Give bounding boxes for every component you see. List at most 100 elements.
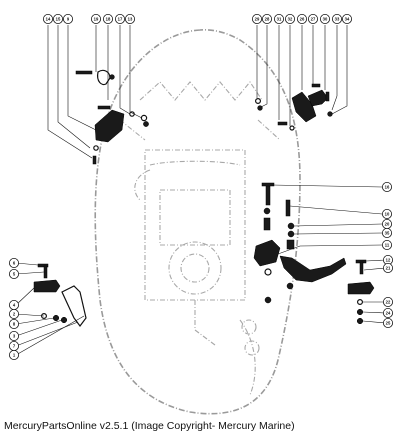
stud-21 <box>359 261 364 275</box>
washer-9 <box>93 145 99 151</box>
svg-text:22: 22 <box>386 300 391 305</box>
callout-20: 20 <box>381 218 392 229</box>
svg-text:28: 28 <box>265 17 270 22</box>
callout-4: 4 <box>8 299 19 310</box>
callout-35: 35 <box>381 227 392 238</box>
screw-30 <box>325 91 330 102</box>
stud-5 <box>43 265 48 279</box>
svg-text:9: 9 <box>67 17 70 22</box>
bolt-16 <box>265 184 271 206</box>
center-linkage-group <box>253 182 347 304</box>
svg-text:29: 29 <box>255 17 260 22</box>
left-upper-bracket <box>94 109 125 143</box>
svg-text:19: 19 <box>94 17 99 22</box>
nut-13 <box>143 121 149 127</box>
svg-text:13: 13 <box>128 17 133 22</box>
svg-text:24: 24 <box>386 311 391 316</box>
nut-28 <box>257 105 263 111</box>
screw-26 <box>311 83 321 88</box>
svg-text:31: 31 <box>277 17 282 22</box>
callout-32: 32 <box>284 13 295 24</box>
nut-19 <box>109 74 115 80</box>
washer-13 <box>140 114 148 122</box>
svg-text:20: 20 <box>385 222 390 227</box>
nut-d <box>286 282 294 290</box>
bolt-10 <box>285 199 291 217</box>
callout-11: 11 <box>381 239 392 250</box>
svg-text:25: 25 <box>386 321 391 326</box>
callout-3: 3 <box>8 330 19 341</box>
callout-10: 10 <box>381 208 392 219</box>
callout-6: 6 <box>8 257 19 268</box>
svg-text:15: 15 <box>56 17 61 22</box>
callout-26: 26 <box>296 13 307 24</box>
svg-text:16: 16 <box>385 185 390 190</box>
svg-text:1: 1 <box>13 353 16 358</box>
nut-2 <box>60 316 68 324</box>
link-bar-7 <box>61 285 87 327</box>
nut-33 <box>327 111 333 117</box>
svg-text:4: 4 <box>13 303 16 308</box>
screw-31 <box>277 121 288 126</box>
svg-text:32: 32 <box>288 17 293 22</box>
rod-end-4 <box>33 279 61 293</box>
svg-text:35: 35 <box>385 231 390 236</box>
svg-text:14: 14 <box>46 17 51 22</box>
callout-15: 15 <box>53 13 64 24</box>
svg-text:12: 12 <box>386 258 391 263</box>
svg-text:2: 2 <box>13 312 16 317</box>
svg-text:17: 17 <box>118 17 123 22</box>
screw-14 <box>92 155 97 165</box>
nut-25 <box>356 317 364 325</box>
callout-19: 19 <box>91 13 102 24</box>
bushing-20 <box>287 222 295 230</box>
pivot-block <box>253 239 281 267</box>
right-upper-bracket <box>291 91 317 123</box>
callout-29: 29 <box>251 13 262 24</box>
bolt-6 <box>37 263 49 268</box>
callout-17: 17 <box>115 13 126 24</box>
callout-28: 28 <box>261 13 272 24</box>
callout-30: 30 <box>319 13 330 24</box>
svg-text:5: 5 <box>13 272 16 277</box>
callout-2: 2 <box>8 308 19 319</box>
right-link <box>307 89 329 107</box>
callout-7: 7 <box>8 340 19 351</box>
callout-22: 22 <box>382 296 393 307</box>
bushing-35 <box>287 230 295 238</box>
sleeve <box>263 217 271 231</box>
svg-text:8: 8 <box>13 322 16 327</box>
bolt-upper <box>75 70 93 75</box>
callout-24: 24 <box>382 307 393 318</box>
washer-c <box>264 268 272 276</box>
right-upper-bracket-group <box>255 83 333 131</box>
nut-3 <box>52 314 60 322</box>
callout-27: 27 <box>307 13 318 24</box>
spacer-11 <box>286 239 295 250</box>
nut-24 <box>356 308 364 316</box>
bolt-16-head <box>261 182 275 187</box>
callout-31: 31 <box>273 13 284 24</box>
washer-29 <box>255 97 262 104</box>
left-lower-linkage-group <box>33 263 87 327</box>
image-caption: MercuryPartsOnline v2.5.1 (Image Copyrig… <box>4 420 295 432</box>
callout-8: 8 <box>8 318 19 329</box>
svg-text:7: 7 <box>13 344 16 349</box>
svg-text:18: 18 <box>106 17 111 22</box>
steering-arm <box>279 255 347 283</box>
svg-text:33: 33 <box>335 17 340 22</box>
callout-9: 9 <box>63 13 74 24</box>
right-lower-linkage-group <box>347 259 375 325</box>
callout-14: 14 <box>43 13 54 24</box>
washer-a <box>263 207 271 215</box>
left-upper-bracket-group <box>75 69 149 165</box>
svg-text:27: 27 <box>311 17 316 22</box>
callout-34: 34 <box>341 13 352 24</box>
washer-32 <box>289 125 295 131</box>
svg-text:6: 6 <box>13 261 16 266</box>
bolt-mid <box>97 105 111 110</box>
svg-text:11: 11 <box>385 243 390 248</box>
callout-5: 5 <box>8 268 19 279</box>
nut-e <box>264 296 272 304</box>
